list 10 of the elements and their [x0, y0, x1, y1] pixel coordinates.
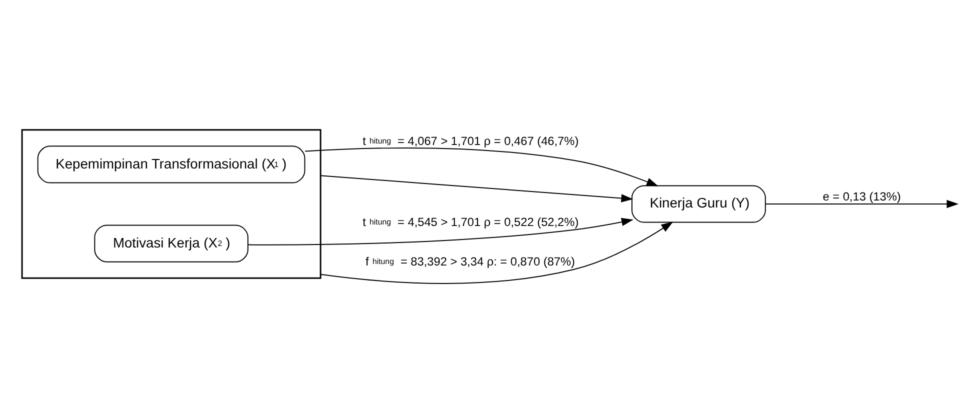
- node-box: Motivasi Kerja (X2): [94, 224, 248, 262]
- arrow: [320, 175, 634, 202]
- edge-label: e = 0,13 (13%): [822, 190, 901, 204]
- arrow: [248, 218, 634, 246]
- arrow: [765, 200, 959, 208]
- cluster: [21, 129, 322, 279]
- arrow: [320, 222, 674, 284]
- node-box: Kinerja Guru (Y): [631, 185, 766, 223]
- node-box: Kepemimpinan Transformasional (X1): [37, 146, 306, 184]
- arrow: [304, 148, 658, 186]
